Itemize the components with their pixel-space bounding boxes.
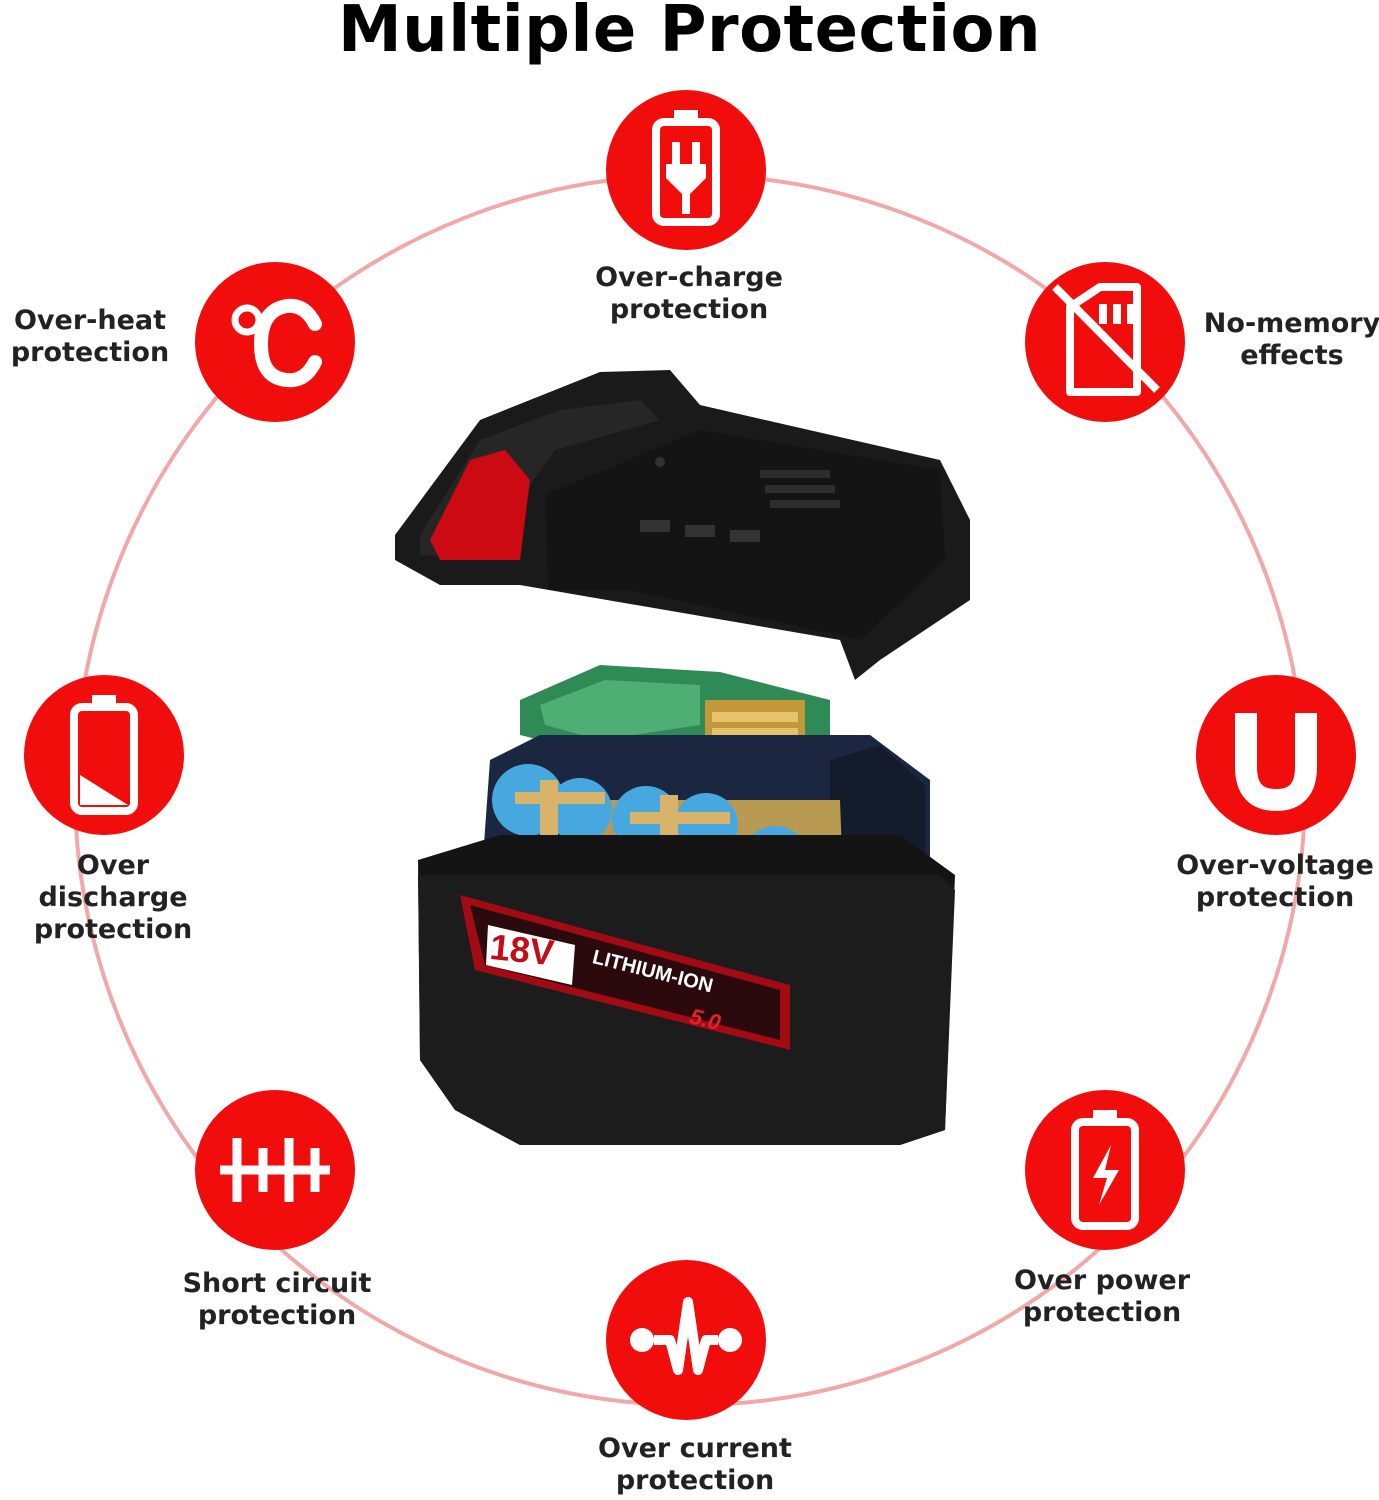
no-memory-icon-circle: [1025, 262, 1185, 422]
overpower-icon-circle: [1025, 1090, 1185, 1250]
celsius-icon: [231, 298, 322, 388]
lightning-battery-icon: [1071, 1110, 1139, 1230]
overcharge-icon-circle: [606, 90, 766, 250]
overvoltage-icon-circle: [1196, 675, 1356, 835]
battery-base: [418, 835, 955, 1145]
voltage-u-icon: [1235, 713, 1317, 812]
battery-cover: [395, 370, 970, 680]
voltage-badge: 18V: [488, 926, 556, 973]
overheat-icon-circle: [195, 262, 355, 422]
no-memory-card-icon: [1052, 283, 1160, 396]
low-battery-icon: [70, 695, 138, 815]
page-title: Multiple Protection: [337, 0, 1042, 67]
short-circuit-icon-circle: [195, 1090, 355, 1250]
overcurrent-icon-circle: [606, 1260, 766, 1420]
plug-battery-icon: [652, 110, 720, 226]
short-circuit-icon: [220, 1138, 330, 1202]
overdischarge-icon-circle: [24, 675, 184, 835]
current-wave-icon: [630, 1297, 742, 1375]
